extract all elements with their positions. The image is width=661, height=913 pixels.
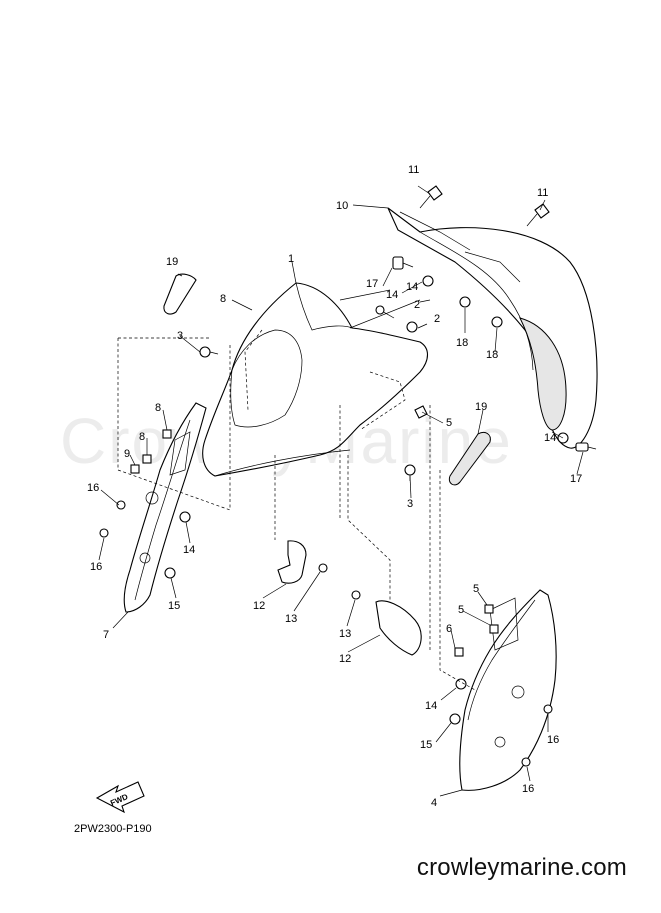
callout-6: 6 xyxy=(446,623,452,635)
callout-11b: 11 xyxy=(537,187,548,199)
callout-17a: 17 xyxy=(366,278,378,290)
left-side-cover xyxy=(123,402,207,613)
fasteners xyxy=(99,185,597,767)
callout-9: 9 xyxy=(124,448,130,460)
bracket-left xyxy=(277,540,307,584)
callout-5a: 5 xyxy=(446,417,452,429)
callout-3a: 3 xyxy=(177,330,183,342)
fwd-arrow-icon: FWD xyxy=(95,781,145,814)
callout-4: 4 xyxy=(431,797,437,809)
callout-8a: 8 xyxy=(220,293,226,305)
diagram-code: 2PW2300-P190 xyxy=(74,823,152,835)
callout-16c: 16 xyxy=(547,734,559,746)
callout-5c: 5 xyxy=(458,604,464,616)
callout-15a: 15 xyxy=(168,600,180,612)
callout-18b: 18 xyxy=(486,349,498,361)
reflector-right xyxy=(448,431,491,486)
reflector-left xyxy=(163,273,197,315)
callout-7: 7 xyxy=(103,629,109,641)
callout-5b: 5 xyxy=(473,583,479,595)
callout-10: 10 xyxy=(336,200,348,212)
callout-2a: 2 xyxy=(414,299,420,311)
callout-3b: 3 xyxy=(407,498,413,510)
rear-fender xyxy=(387,207,598,449)
callout-19a: 19 xyxy=(166,256,178,268)
callout-14b: 14 xyxy=(183,544,195,556)
right-side-cover xyxy=(459,589,557,791)
callout-14a: 14 xyxy=(386,289,398,301)
front-fender xyxy=(202,282,429,477)
callout-14c: 14 xyxy=(544,432,556,444)
callout-8c: 8 xyxy=(139,431,145,443)
callout-15b: 15 xyxy=(420,739,432,751)
callout-12a: 12 xyxy=(253,600,265,612)
callout-labels: 1 2 2 3 3 4 5 5 5 6 7 8 8 8 9 10 11 11 1… xyxy=(87,164,582,809)
footer-brand: crowleymarine.com xyxy=(416,854,627,881)
callout-14d: 14 xyxy=(425,700,437,712)
callout-16d: 16 xyxy=(522,783,534,795)
alignment-lines xyxy=(117,289,476,691)
callout-13a: 13 xyxy=(285,613,297,625)
callout-17b: 17 xyxy=(570,473,582,485)
callout-19b: 19 xyxy=(475,401,487,413)
callout-16b: 16 xyxy=(90,561,102,573)
callout-14e: 14 xyxy=(406,281,418,293)
callout-11a: 11 xyxy=(408,164,419,176)
callout-2b: 2 xyxy=(434,313,440,325)
bracket-right xyxy=(375,600,422,656)
callout-18a: 18 xyxy=(456,337,468,349)
callout-12b: 12 xyxy=(339,653,351,665)
callout-16a: 16 xyxy=(87,482,99,494)
callout-1: 1 xyxy=(288,253,294,265)
callout-8b: 8 xyxy=(155,402,161,414)
callout-13b: 13 xyxy=(339,628,351,640)
leader-lines xyxy=(98,185,584,797)
